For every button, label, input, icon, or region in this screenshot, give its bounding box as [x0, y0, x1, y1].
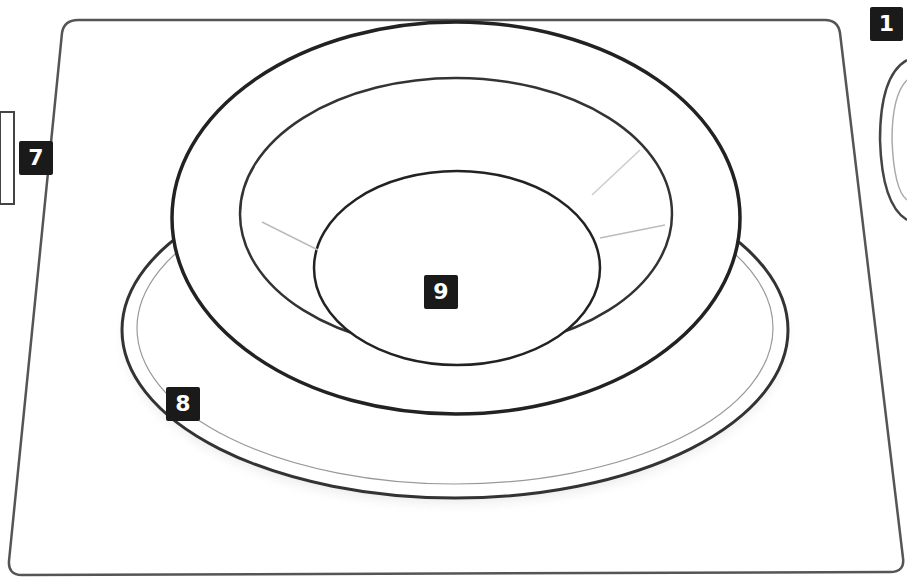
- callout-number: 1: [870, 7, 903, 41]
- adjacent-cup-edge: [880, 60, 907, 220]
- callout-number: 8: [166, 387, 199, 421]
- bowl-shading: [592, 150, 640, 195]
- callout-number: 7: [19, 141, 52, 175]
- placemat: [9, 20, 903, 575]
- adjacent-utensil-edge: [0, 112, 14, 204]
- callout-number: 9: [424, 275, 457, 309]
- soup-bowl-rim: [172, 22, 740, 414]
- adjacent-cup-edge: [892, 80, 907, 200]
- soup-bowl-well: [314, 171, 600, 365]
- bowl-shading: [262, 222, 318, 250]
- bowl-shading: [600, 225, 665, 238]
